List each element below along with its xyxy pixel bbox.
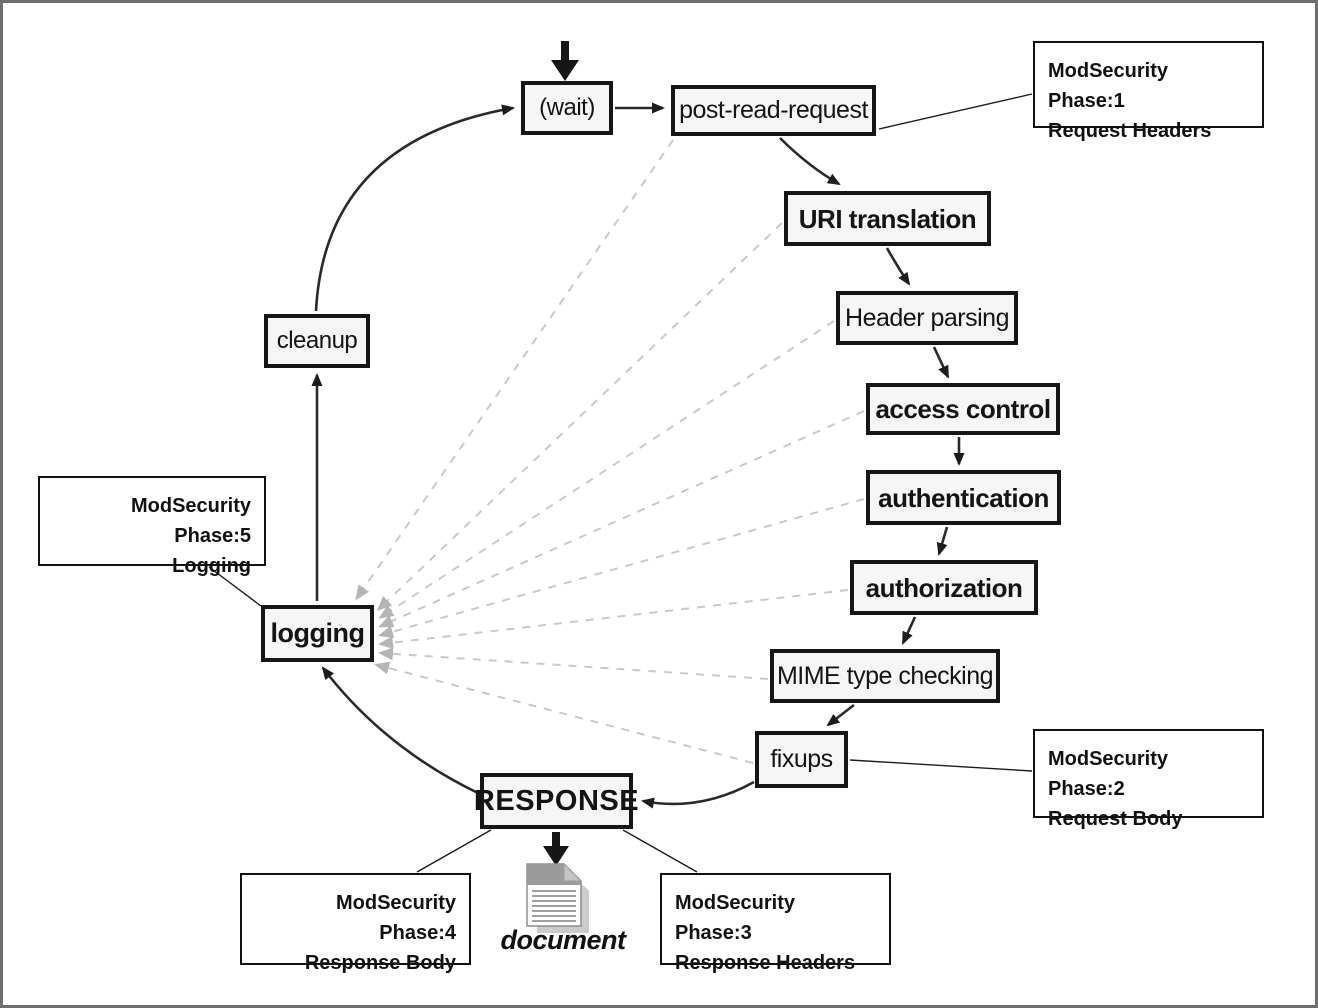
node-header-parsing: Header parsing: [836, 291, 1018, 345]
annotation-phase1-line2: Request Headers: [1048, 120, 1212, 142]
annotation-phase1: ModSecurity Phase:1 Request Headers: [1033, 41, 1264, 142]
arrow-response-to-logging: [321, 666, 481, 796]
arrow-mime-type-checking-to-fixups: [826, 703, 855, 727]
annotation-phase1-line1: ModSecurity Phase:1: [1048, 60, 1169, 112]
connector-response-phase4: [416, 829, 492, 873]
dashed-arrow-access-control-to-logging: [378, 410, 865, 628]
arrow-cleanup-to-wait: [314, 104, 515, 312]
arrow-response-to-document: [543, 832, 569, 866]
arrow-authentication-to-authorization: [936, 526, 949, 556]
annotation-phase3-line2: Response Headers: [675, 952, 856, 974]
node-authorization: authorization: [850, 560, 1038, 615]
annotation-phase2: ModSecurity Phase:2 Request Body: [1033, 729, 1264, 830]
node-uri-translation: URI translation: [784, 191, 991, 246]
dashed-arrow-post-read-request-to-logging: [355, 139, 674, 601]
node-access-control: access control: [866, 383, 1060, 435]
document-icon: [526, 862, 589, 933]
annotation-phase2-line2: Request Body: [1048, 808, 1183, 830]
arrow-header-parsing-to-access-control: [932, 346, 950, 379]
diagram-wires: [208, 41, 1033, 933]
connector-response-phase3: [622, 829, 698, 873]
node-post-read-request: post-read-request: [671, 85, 876, 136]
entry-arrow: [551, 41, 579, 81]
node-cleanup: cleanup: [264, 314, 370, 368]
document-label: document: [500, 925, 626, 955]
node-authentication: authentication: [866, 470, 1061, 525]
dashed-arrow-authorization-to-logging: [378, 589, 849, 650]
node-response: RESPONSE: [474, 773, 639, 829]
connector-post-read-request-phase1: [878, 93, 1033, 130]
annotation-phase3-line1: ModSecurity Phase:3: [675, 892, 796, 944]
annotation-phase5-line2: Logging: [172, 555, 251, 577]
annotation-phase4: ModSecurity Phase:4 Response Body: [240, 873, 471, 974]
dashed-arrow-authentication-to-logging: [378, 498, 865, 639]
arrow-fixups-to-response: [641, 780, 755, 809]
node-fixups: fixups: [755, 731, 848, 788]
node-mime-type-checking: MIME type checking: [770, 649, 1000, 703]
dashed-arrow-header-parsing-to-logging: [378, 320, 835, 619]
annotation-phase5: ModSecurity Phase:5 Logging: [38, 476, 266, 577]
arrow-authorization-to-mime-type-checking: [901, 616, 917, 645]
dashed-arrow-fixups-to-logging: [374, 661, 754, 764]
annotation-phase4-line1: ModSecurity Phase:4: [335, 892, 456, 944]
dashed-arrow-mime-type-checking-to-logging: [378, 647, 769, 680]
arrow-post-read-request-to-uri-translation: [779, 137, 841, 186]
node-logging: logging: [261, 605, 374, 662]
dashed-arrow-uri-translation-to-logging: [376, 222, 783, 612]
connector-fixups-phase2: [849, 759, 1033, 772]
arrow-uri-translation-to-header-parsing: [885, 247, 911, 286]
connector-phase5-logging: [208, 566, 262, 607]
node-wait: (wait): [521, 81, 613, 135]
annotation-phase5-line1: ModSecurity Phase:5: [130, 495, 251, 547]
annotation-phase2-line1: ModSecurity Phase:2: [1048, 748, 1169, 800]
annotation-phase3: ModSecurity Phase:3 Response Headers: [660, 873, 891, 974]
annotation-phase4-line2: Response Body: [304, 952, 456, 974]
